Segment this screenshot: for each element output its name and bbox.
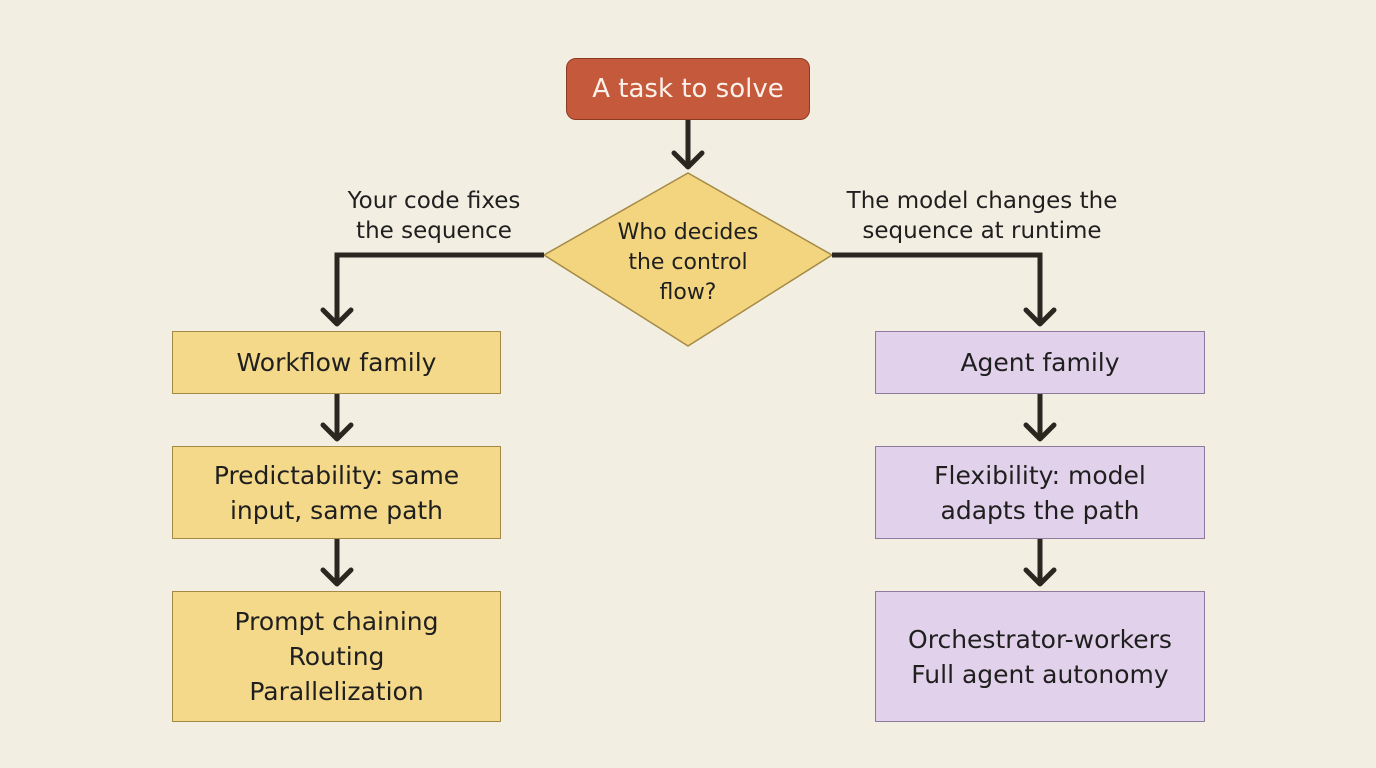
start-label: A task to solve <box>592 73 784 104</box>
workflow-trait-line-2: input, same path <box>229 495 444 525</box>
workflow-trait-line-1: Predictability: same <box>213 460 460 490</box>
agent-family-node: Agent family <box>875 331 1205 394</box>
connector-decision-to-agent <box>832 252 1043 324</box>
agent-trait-line-1: Flexibility: model <box>934 460 1146 490</box>
workflow-pattern-parallelization: Parallelization <box>249 677 424 706</box>
workflow-family-label: Workflow family <box>236 348 437 377</box>
branch-right-line-2: sequence at runtime <box>862 218 1102 244</box>
decision-line-1: Who decides <box>617 220 759 245</box>
arrowhead-start-to-decision <box>671 150 705 170</box>
arrowhead-workflow-trait-to-patterns <box>320 567 354 587</box>
arrowhead-agent-family-to-trait <box>1023 422 1057 442</box>
branch-left-line-1: Your code fixes <box>347 188 521 214</box>
agent-trait-node: Flexibility: model adapts the path <box>875 446 1205 539</box>
workflow-patterns-node: Prompt chaining Routing Parallelization <box>172 591 501 722</box>
decision-diamond <box>542 172 834 347</box>
arrowhead-decision-to-workflow <box>320 307 354 327</box>
agent-family-label: Agent family <box>960 348 1120 377</box>
agent-patterns-node: Orchestrator-workers Full agent autonomy <box>875 591 1205 722</box>
workflow-pattern-prompt-chaining: Prompt chaining <box>234 607 439 636</box>
branch-left-line-2: the sequence <box>356 218 512 244</box>
agent-trait-line-2: adapts the path <box>940 495 1140 525</box>
start-node: A task to solve <box>566 58 810 120</box>
workflow-pattern-routing: Routing <box>288 642 385 671</box>
agent-pattern-orchestrator-workers: Orchestrator-workers <box>908 624 1172 654</box>
arrowhead-workflow-family-to-trait <box>320 422 354 442</box>
arrowhead-decision-to-agent <box>1023 307 1057 327</box>
decision-line-3: flow? <box>659 280 717 305</box>
branch-label-left: Your code fixes the sequence <box>334 186 534 246</box>
workflow-trait-node: Predictability: same input, same path <box>172 446 501 539</box>
workflow-family-node: Workflow family <box>172 331 501 394</box>
decision-line-2: the control <box>628 250 748 275</box>
decision-label: Who decides the control flow? <box>596 218 780 308</box>
branch-right-line-1: The model changes the <box>846 188 1118 214</box>
agent-pattern-full-autonomy: Full agent autonomy <box>911 659 1169 689</box>
arrowhead-agent-trait-to-patterns <box>1023 567 1057 587</box>
branch-label-right: The model changes the sequence at runtim… <box>832 186 1132 246</box>
connector-decision-to-workflow <box>334 252 544 324</box>
